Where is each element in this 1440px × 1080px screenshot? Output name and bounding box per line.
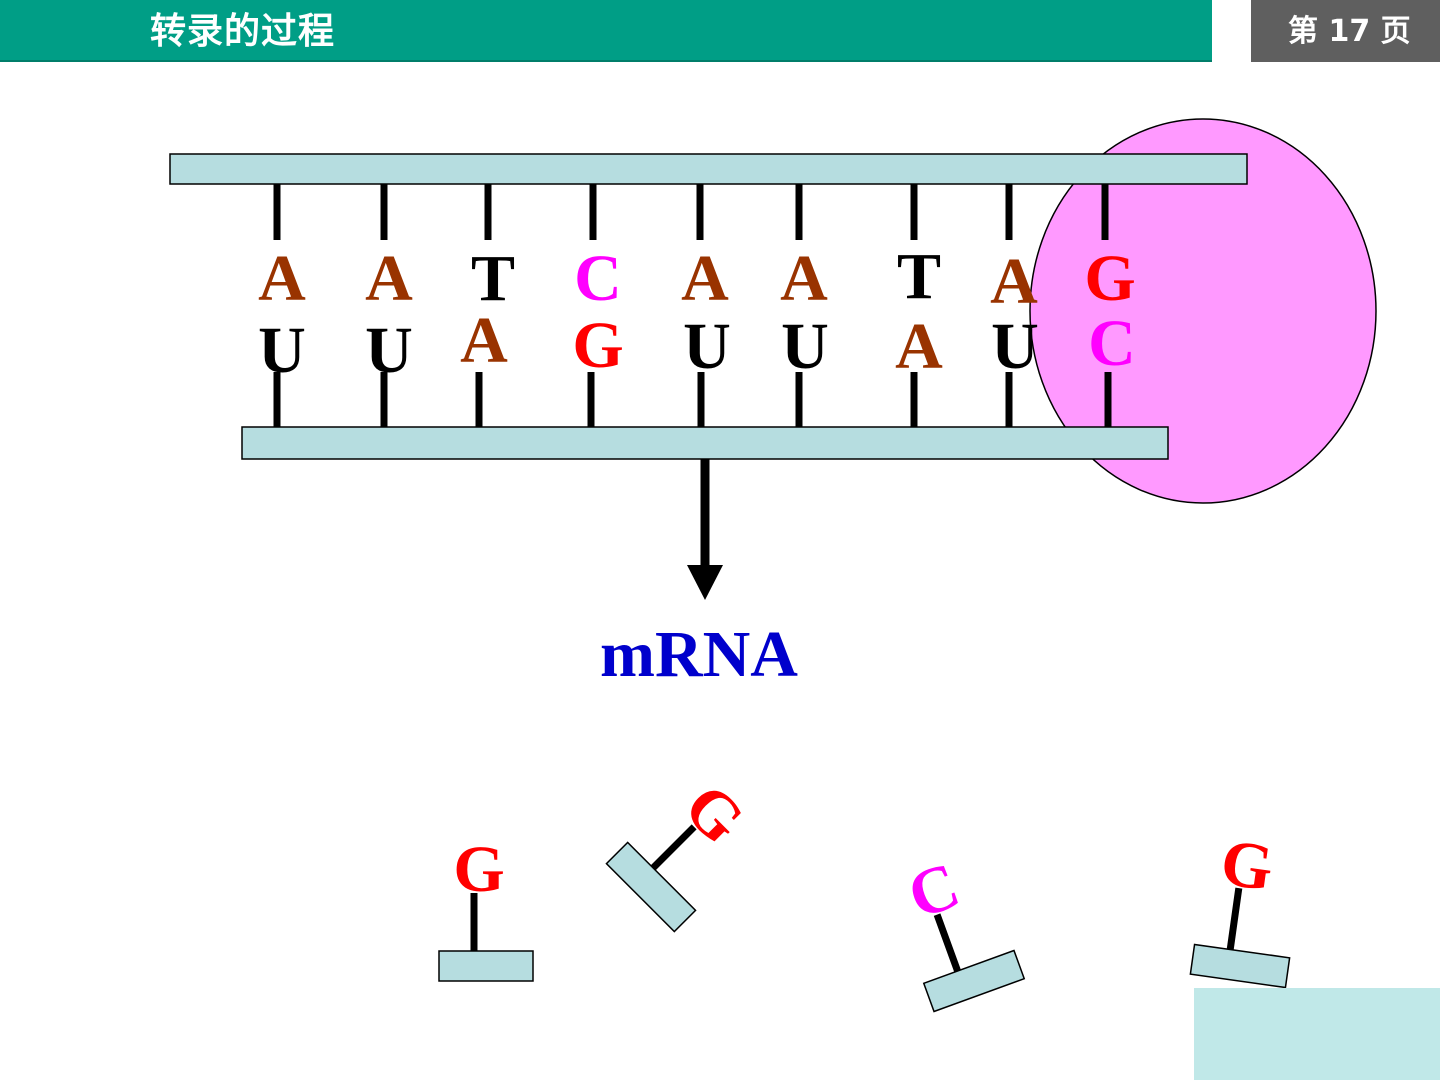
rna-base: U [365,314,413,387]
rna-base: G [572,309,623,382]
header-bar [0,0,1212,62]
nucleotide-stick [1226,887,1243,950]
template-base: G [1084,242,1135,315]
mrna-label: mRNA [600,618,798,691]
template-base: A [780,242,828,315]
rna-base: U [683,310,731,383]
nucleotide-sugar [922,949,1026,1013]
template-base: T [471,242,515,315]
free-nucleotide: G [1189,826,1291,989]
free-nucleotide: G [605,770,758,933]
free-nucleotide: C [899,848,1026,1013]
template-base: A [258,242,306,315]
page-number: 第 17 页 [1288,14,1411,49]
template-base: A [365,242,413,315]
nucleotide-stick [650,824,697,871]
template-base: C [574,242,622,315]
rna-sticks [273,372,1112,427]
template-strand-backbone [169,153,1248,185]
nucleotide-stick [933,913,961,973]
free-nucleotide: G [438,833,534,982]
nucleotide-base: C [899,848,969,933]
nucleotide-sugar [1189,943,1291,989]
rna-base: A [460,304,508,377]
rna-polymerase [1029,118,1377,504]
rna-strand-backbone [241,426,1169,460]
rna-base: C [1088,307,1136,380]
nucleotide-sugar [438,950,534,982]
template-base: A [681,242,729,315]
template-sticks [273,184,1109,240]
nucleotide-base: G [670,770,758,858]
arrow-head-icon [687,565,723,600]
nucleotide-base: G [1217,826,1278,905]
corner-decoration [1194,988,1440,1080]
nucleotide-base: G [453,833,504,906]
template-base: T [897,240,941,313]
template-base: A [990,245,1038,318]
rna-base: U [991,310,1039,383]
nucleotide-sugar [605,841,697,933]
rna-base: U [781,310,829,383]
rna-base: U [258,314,306,387]
rna-base: A [895,310,943,383]
page-title: 转录的过程 [150,11,336,52]
page-number-box [1251,0,1440,62]
